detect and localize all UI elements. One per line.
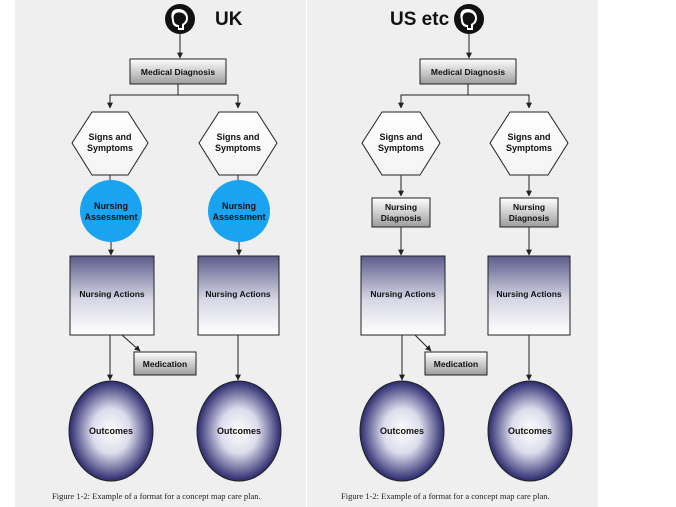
uk-caption: Figure 1-2: Example of a format for a co…	[52, 491, 261, 501]
uk-signs-left-line2: Symptoms	[87, 143, 133, 153]
uk-outcomes-right: Outcomes	[196, 380, 282, 482]
us-arrow-actions-to-medication	[414, 334, 432, 352]
us-nursing-diagnosis-left: Nursing Diagnosis	[371, 197, 431, 228]
us-actions-left-label: Nursing Actions	[370, 289, 436, 299]
us-diagnosis-left-line2: Diagnosis	[381, 213, 422, 223]
uk-signs-right-line2: Symptoms	[215, 143, 261, 153]
us-medical-diagnosis-label: Medical Diagnosis	[431, 67, 505, 77]
uk-assessment-right-line2: Assessment	[212, 212, 265, 222]
us-outcomes-left-label: Outcomes	[380, 426, 424, 436]
us-medication-label: Medication	[434, 359, 478, 369]
uk-signs-left-line1: Signs and	[88, 132, 131, 142]
head-profile-icon	[165, 4, 195, 34]
uk-nursing-actions-left: Nursing Actions	[69, 255, 155, 336]
us-outcomes-right: Outcomes	[487, 380, 573, 482]
us-diagnosis-left-line1: Nursing	[385, 202, 417, 212]
uk-nursing-assessment-left: Nursing Assessment	[80, 180, 142, 242]
uk-outcomes-left: Outcomes	[68, 380, 154, 482]
us-signs-symptoms-left: Signs and Symptoms	[361, 111, 441, 176]
us-diagnosis-right-line1: Nursing	[513, 202, 545, 212]
us-outcomes-right-label: Outcomes	[508, 426, 552, 436]
uk-medical-diagnosis-label: Medical Diagnosis	[141, 67, 215, 77]
uk-assessment-right-line1: Nursing	[222, 201, 256, 211]
us-signs-right-line1: Signs and	[507, 132, 550, 142]
us-signs-left-line2: Symptoms	[378, 143, 424, 153]
us-signs-symptoms-right: Signs and Symptoms	[489, 111, 569, 176]
us-branch-left-line	[398, 84, 469, 109]
uk-actions-left-label: Nursing Actions	[79, 289, 145, 299]
us-caption: Figure 1-2: Example of a format for a co…	[341, 491, 550, 501]
uk-medication-label: Medication	[143, 359, 187, 369]
us-nursing-diagnosis-right: Nursing Diagnosis	[499, 197, 559, 228]
uk-medication-box: Medication	[133, 351, 197, 376]
uk-actions-right-label: Nursing Actions	[205, 289, 271, 299]
us-nursing-actions-left: Nursing Actions	[360, 255, 446, 336]
uk-medical-diagnosis-box: Medical Diagnosis	[129, 58, 227, 85]
us-branch-right-line	[468, 94, 532, 109]
us-medication-box: Medication	[424, 351, 488, 376]
uk-arrow-actions-to-medication	[121, 334, 141, 352]
us-diagnosis-right-line2: Diagnosis	[509, 213, 550, 223]
us-panel: US etc Medical Diagnosis Signs and Sympt…	[307, 0, 598, 507]
us-nursing-actions-right: Nursing Actions	[487, 255, 571, 336]
uk-nursing-assessment-right: Nursing Assessment	[208, 180, 270, 242]
uk-nursing-actions-right: Nursing Actions	[197, 255, 280, 336]
uk-assessment-left-line1: Nursing	[94, 201, 128, 211]
uk-outcomes-right-label: Outcomes	[217, 426, 261, 436]
uk-assessment-left-line2: Assessment	[84, 212, 137, 222]
uk-branch-left-line	[107, 84, 179, 109]
us-medical-diagnosis-box: Medical Diagnosis	[419, 58, 517, 85]
uk-panel: UK Medical Diagnosis Signs and Symptoms …	[15, 0, 306, 507]
uk-signs-symptoms-right: Signs and Symptoms	[198, 111, 278, 176]
us-signs-right-line2: Symptoms	[506, 143, 552, 153]
us-actions-right-label: Nursing Actions	[496, 289, 562, 299]
uk-signs-right-line1: Signs and	[216, 132, 259, 142]
uk-title: UK	[215, 9, 243, 30]
head-profile-icon	[454, 4, 484, 34]
uk-outcomes-left-label: Outcomes	[89, 426, 133, 436]
us-title: US etc	[390, 9, 450, 30]
us-signs-left-line1: Signs and	[379, 132, 422, 142]
us-outcomes-left: Outcomes	[359, 380, 445, 482]
uk-signs-symptoms-left: Signs and Symptoms	[71, 111, 149, 176]
uk-branch-right-line	[178, 94, 241, 109]
